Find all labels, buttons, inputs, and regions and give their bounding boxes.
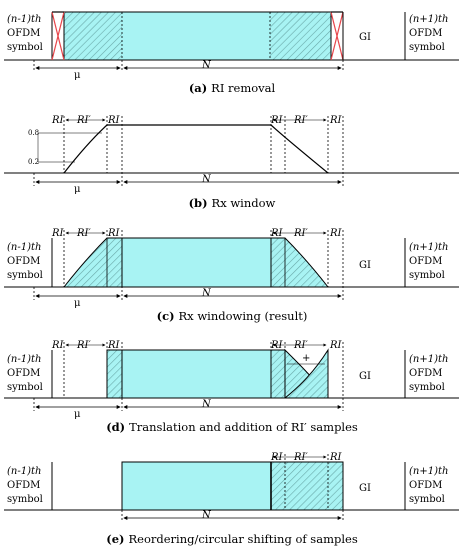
ri-strip-left-d xyxy=(106,349,123,399)
symbol-block-c xyxy=(121,237,272,288)
ri-label-d1: RI xyxy=(51,340,65,351)
prev-symbol-label-c2: OFDM xyxy=(7,256,40,267)
n-label-d: N xyxy=(201,399,212,410)
next-symbol-label-d2: OFDM xyxy=(409,368,442,379)
prev-symbol-label-d2: OFDM xyxy=(7,368,40,379)
prev-symbol-label-c1: (n-1)th xyxy=(7,242,41,253)
gi-label-d: GI xyxy=(359,371,371,382)
next-symbol-label-e2: OFDM xyxy=(409,480,442,491)
symbol-block-e xyxy=(121,461,272,511)
gi-label-e: GI xyxy=(359,483,371,494)
prev-symbol-label-d1: (n-1)th xyxy=(7,354,41,365)
caption-b: (b)Rx window xyxy=(189,196,276,210)
prev-symbol-label-e3: symbol xyxy=(7,494,43,505)
hatched-ri-prime-left-a xyxy=(64,12,122,60)
panel-d-translation-addition: (n-1)th OFDM symbol + RI RI′ RI RI xyxy=(4,340,459,434)
ri-removed-cross-left xyxy=(51,11,65,61)
ri-strip-right-d xyxy=(270,349,286,399)
prev-symbol-label-d3: symbol xyxy=(7,382,43,393)
mu-label-d: μ xyxy=(74,409,81,420)
ri-label-c2: RI xyxy=(107,228,121,239)
ri-prime-label-e: RI′ xyxy=(293,452,308,463)
rx-window-curve xyxy=(63,124,329,174)
gi-label-a: GI xyxy=(359,32,371,43)
panel-b-rx-window: 0.8 0.2 RI RI′ RI RI RI′ RI μ N (b)Rx wi… xyxy=(4,115,459,210)
ri-label-d2: RI xyxy=(107,340,121,351)
caption-a: (a)RI removal xyxy=(189,81,276,95)
next-symbol-label-c1: (n+1)th xyxy=(409,242,448,253)
next-symbol-label-c3: symbol xyxy=(409,270,445,281)
windowed-right-taper xyxy=(270,237,330,288)
caption-d: (d)Translation and addition of RI′ sampl… xyxy=(106,420,358,434)
level-02-label: 0.2 xyxy=(28,158,39,166)
ri-prime-label-b2: RI′ xyxy=(293,115,308,126)
ri-prime-label-c2: RI′ xyxy=(293,228,308,239)
ri-prime-label-b1: RI′ xyxy=(76,115,91,126)
ri-label-b2: RI xyxy=(107,115,121,126)
level-08-label: 0.8 xyxy=(28,129,39,137)
panel-e-reordering: (n-1)th OFDM symbol RI RI′ RI N GI (n+1)… xyxy=(4,452,459,546)
prev-symbol-label-line3: symbol xyxy=(7,42,43,53)
mu-label-a: μ xyxy=(74,70,81,81)
ri-label-c4: RI xyxy=(329,228,343,239)
n-label-c: N xyxy=(201,288,212,299)
ri-label-b4: RI xyxy=(329,115,343,126)
ri-prime-label-d2: RI′ xyxy=(293,340,308,351)
caption-c: (c)Rx windowing (result) xyxy=(157,309,308,323)
prev-symbol-label-e1: (n-1)th xyxy=(7,466,41,477)
ri-removed-cross-right xyxy=(330,11,344,61)
next-symbol-label-d1: (n+1)th xyxy=(409,354,448,365)
ri-label-d4: RI xyxy=(329,340,343,351)
ri-label-b1: RI xyxy=(51,115,65,126)
caption-e: (e)Reordering/circular shifting of sampl… xyxy=(106,532,358,546)
reordered-samples-e xyxy=(270,461,344,511)
ri-label-c1: RI xyxy=(51,228,65,239)
panel-a-ri-removal: (n-1)th OFDM symbol μ xyxy=(4,11,459,95)
ri-label-b3: RI xyxy=(270,115,284,126)
ri-prime-label-d1: RI′ xyxy=(76,340,91,351)
next-symbol-label-e3: symbol xyxy=(409,494,445,505)
next-symbol-label-d3: symbol xyxy=(409,382,445,393)
panel-c-rx-windowing-result: (n-1)th OFDM symbol RI RI′ RI RI RI′ RI xyxy=(4,228,459,323)
n-label-e: N xyxy=(201,510,212,521)
symbol-block-d xyxy=(121,349,272,399)
ri-label-e1: RI xyxy=(270,452,284,463)
next-symbol-label-e1: (n+1)th xyxy=(409,466,448,477)
next-symbol-label-line2: OFDM xyxy=(409,28,442,39)
next-symbol-label-line1: (n+1)th xyxy=(409,14,448,25)
hatched-ri-prime-right-a xyxy=(270,12,331,60)
ri-prime-label-c1: RI′ xyxy=(76,228,91,239)
plus-sign-d: + xyxy=(302,353,310,364)
prev-symbol-label-line1: (n-1)th xyxy=(7,14,41,25)
ri-label-e2: RI xyxy=(329,452,343,463)
prev-symbol-label-line2: OFDM xyxy=(7,28,40,39)
next-symbol-label-line3: symbol xyxy=(409,42,445,53)
ri-label-c3: RI xyxy=(270,228,284,239)
next-symbol-label-c2: OFDM xyxy=(409,256,442,267)
n-label-b: N xyxy=(201,174,212,185)
n-label-a: N xyxy=(201,60,212,71)
mu-label-b: μ xyxy=(74,184,81,195)
prev-symbol-label-e2: OFDM xyxy=(7,480,40,491)
ri-label-d3: RI xyxy=(270,340,284,351)
gi-label-c: GI xyxy=(359,260,371,271)
prev-symbol-label-c3: symbol xyxy=(7,270,43,281)
windowed-left-taper xyxy=(62,237,123,288)
mu-label-c: μ xyxy=(74,298,81,309)
